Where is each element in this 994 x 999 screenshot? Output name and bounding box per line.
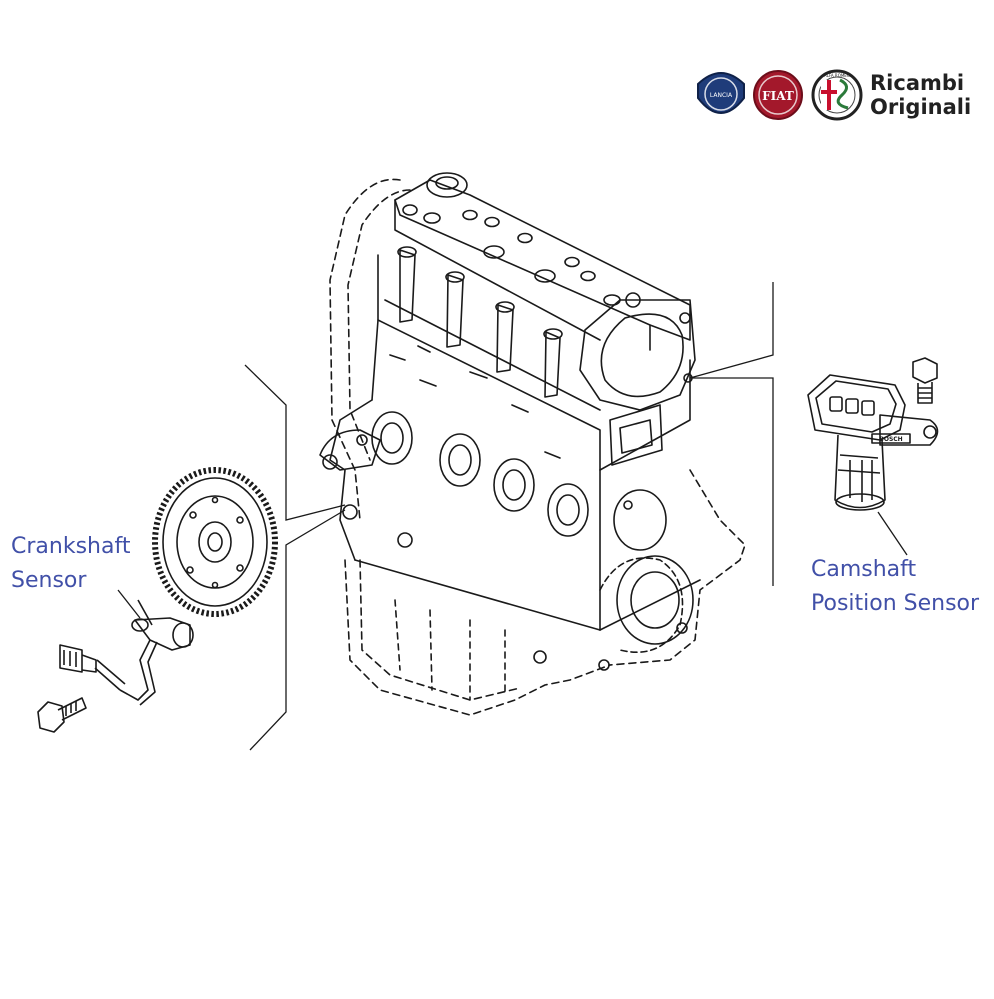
camshaft-label-pointer (877, 511, 908, 556)
camshaft-bolt (912, 357, 938, 404)
crankshaft-sensor-drawing (59, 599, 194, 706)
lancia-logo: LANCIA (697, 72, 745, 114)
alfa-romeo-logo-text: ALFA ROMEO (824, 73, 850, 78)
brand-line-1: Ricambi (870, 71, 965, 95)
camshaft-sensor-label: Camshaft Position Sensor (811, 553, 979, 621)
crankshaft-label-pointer (117, 589, 141, 619)
crankshaft-bolt (37, 697, 87, 733)
camshaft-label-line-1: Camshaft (811, 557, 917, 582)
camshaft-label-line-2: Position Sensor (811, 591, 980, 616)
crankshaft-label-line-2: Sensor (11, 568, 87, 593)
camshaft-sensor-drawing (807, 374, 939, 511)
brand-wordmark: Ricambi Originali (870, 71, 971, 119)
sensor-marking: BOSCH (879, 436, 902, 443)
flywheel-tone-ring (152, 467, 278, 617)
brand-line-2: Originali (870, 95, 972, 119)
fiat-logo-text: FIAT (762, 89, 794, 103)
alfa-romeo-logo: ALFA ROMEO (811, 69, 863, 121)
fiat-logo: FIAT (753, 70, 803, 120)
leader-lines (244, 282, 774, 751)
crankshaft-sensor-label: Crankshaft Sensor (11, 530, 130, 598)
crankshaft-label-line-1: Crankshaft (11, 534, 131, 559)
engine-block (319, 172, 746, 716)
lancia-logo-text: LANCIA (710, 92, 733, 99)
